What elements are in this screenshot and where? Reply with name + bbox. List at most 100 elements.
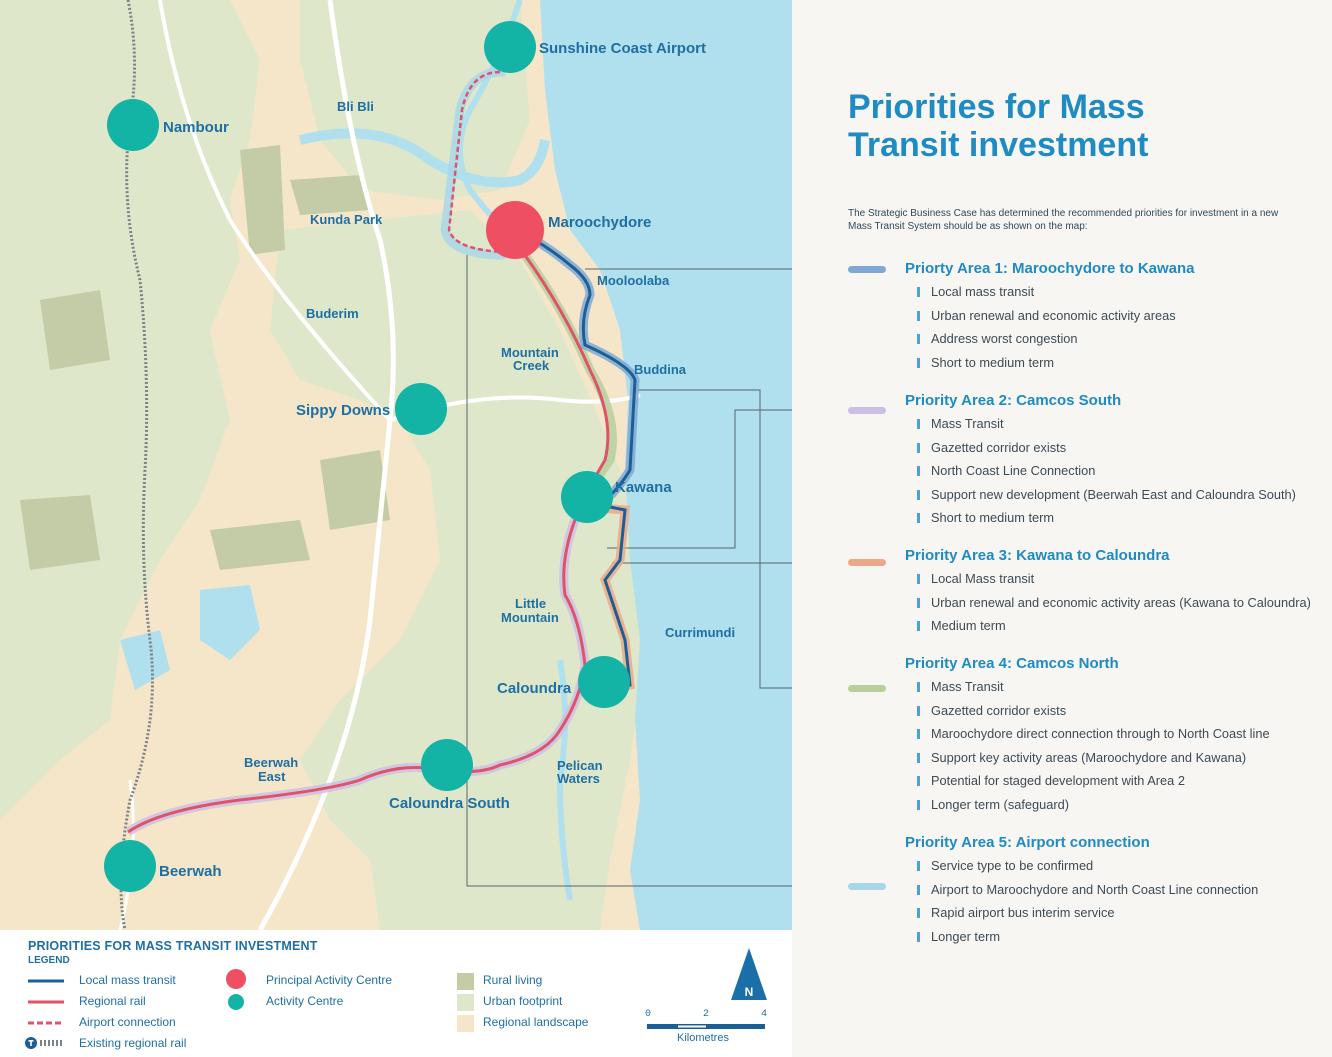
priority-area-5-list: Service type to be confirmed Airport to … (905, 854, 1332, 948)
ocean (540, 0, 792, 930)
list-item: Airport to Maroochydore and North Coast … (905, 878, 1332, 902)
page-title-line1: Priorities for Mass (848, 88, 1145, 126)
label-mountain-creek: Mountain (501, 345, 559, 360)
label-mooloolaba: Mooloolaba (597, 273, 670, 288)
priority-area-4-list: Mass Transit Gazetted corridor exists Ma… (905, 675, 1332, 817)
list-item: Gazetted corridor exists (905, 699, 1332, 723)
label-little-mountain: Mountain (501, 610, 559, 625)
activity-centre-beerwah (104, 840, 156, 892)
legend-title: PRIORITIES FOR MASS TRANSIT INVESTMENT (28, 939, 318, 953)
list-item: Mass Transit (905, 412, 1332, 436)
intro-line1: The Strategic Business Case has determin… (848, 208, 1279, 219)
legend-urban-footprint: Urban footprint (483, 994, 563, 1008)
label-buderim: Buderim (306, 306, 359, 321)
label-nambour: Nambour (163, 119, 229, 136)
activity-centre-swatch (228, 994, 244, 1010)
map-legend: PRIORITIES FOR MASS TRANSIT INVESTMENT L… (0, 930, 792, 1057)
principal-activity-centre-maroochydore (486, 201, 544, 259)
scale-bar (647, 1024, 765, 1029)
area1-swatch (848, 266, 886, 273)
list-item: Service type to be confirmed (905, 854, 1332, 878)
priority-area-1: Priorty Area 1: Maroochydore to Kawana L… (905, 258, 1332, 374)
priority-area-2-title: Priority Area 2: Camcos South (905, 392, 1122, 409)
list-item: Potential for staged development with Ar… (905, 769, 1332, 793)
scale-unit: Kilometres (677, 1032, 729, 1044)
callout-lines (466, 255, 792, 887)
area4-swatch (848, 685, 886, 692)
priorities-panel: Priorities for Mass Transit investment T… (792, 0, 1332, 1057)
principal-activity-centre-swatch (226, 969, 246, 989)
list-item: Urban renewal and economic activity area… (905, 304, 1332, 328)
label-caloundra: Caloundra (497, 680, 572, 697)
label-bli-bli: Bli Bli (337, 99, 374, 114)
scale-tick-0: 0 (645, 1009, 652, 1020)
list-item: Longer term (905, 925, 1332, 949)
urban-footprint-west (0, 0, 260, 820)
priority-area-5-title: Priority Area 5: Airport connection (905, 834, 1150, 851)
priority-area-3-list: Local Mass transit Urban renewal and eco… (905, 567, 1332, 638)
river (556, 659, 573, 901)
page-title-line2: Transit investment (848, 126, 1149, 164)
list-item: Support new development (Beerwah East an… (905, 483, 1332, 507)
activity-centre-nambour (107, 99, 159, 151)
legend-regional-rail: Regional rail (79, 994, 146, 1008)
label-currimundi: Currimundi (665, 625, 735, 640)
list-item: Local mass transit (905, 280, 1332, 304)
legend-activity-centre: Activity Centre (266, 994, 344, 1008)
priority-area-1-title: Priorty Area 1: Maroochydore to Kawana (905, 260, 1195, 277)
priority-area-2: Priority Area 2: Camcos South Mass Trans… (905, 390, 1332, 530)
list-item: Urban renewal and economic activity area… (905, 591, 1332, 615)
label-pelican-waters: Waters (557, 771, 600, 786)
priority-area-4: Priority Area 4: Camcos North Mass Trans… (905, 653, 1332, 817)
regional-rail-line (127, 234, 610, 834)
urban-footprint-swatch (457, 994, 474, 1011)
lake (120, 630, 170, 690)
local-mass-transit-swatch (28, 979, 64, 983)
list-item: Maroochydore direct connection through t… (905, 722, 1332, 746)
label-beerwah: Beerwah (159, 863, 222, 880)
priority-area-3: Priority Area 3: Kawana to Caloundra Loc… (905, 545, 1332, 638)
label-mountain-creek: Creek (513, 358, 550, 373)
priority-area-5: Priority Area 5: Airport connection Serv… (905, 832, 1332, 948)
legend-regional-landscape: Regional landscape (483, 1015, 589, 1029)
priority-area-4-title: Priority Area 4: Camcos North (905, 655, 1119, 672)
legend-airport-connection: Airport connection (79, 1015, 176, 1029)
list-item: Medium term (905, 614, 1332, 638)
list-item: Support key activity areas (Maroochydore… (905, 746, 1332, 770)
label-sippy-downs: Sippy Downs (296, 402, 390, 419)
activity-centre-sippy-downs (395, 383, 447, 435)
label-caloundra-south: Caloundra South (389, 795, 510, 812)
legend-existing-regional-rail: Existing regional rail (79, 1036, 187, 1050)
list-item: Short to medium term (905, 506, 1332, 530)
rural-living-area (20, 495, 100, 570)
rural-living-area (210, 520, 310, 570)
airport-connection-swatch (28, 1021, 64, 1025)
priority-area-1-list: Local mass transit Urban renewal and eco… (905, 280, 1332, 374)
label-beerwah-east: Beerwah (244, 755, 298, 770)
route-halo-area5 (440, 67, 506, 260)
label-pelican-waters: Pelican (557, 758, 603, 773)
north-arrow-icon: N (731, 948, 767, 1000)
label-little-mountain: Little (515, 596, 546, 611)
priority-area-2-list: Mass Transit Gazetted corridor exists No… (905, 412, 1332, 530)
list-item: Longer term (safeguard) (905, 793, 1332, 817)
intro-line2: Mass Transit System should be as shown o… (848, 220, 1088, 232)
list-item: Mass Transit (905, 675, 1332, 699)
legend-local-mass-transit: Local mass transit (79, 973, 176, 987)
list-item: Rapid airport bus interim service (905, 901, 1332, 925)
list-item: Gazetted corridor exists (905, 436, 1332, 460)
airport-connection-line (447, 70, 506, 254)
area5-swatch (848, 883, 886, 890)
scale-tick-4: 4 (761, 1009, 768, 1020)
train-icon (25, 1037, 64, 1049)
north-label: N (745, 985, 754, 999)
activity-centre-caloundra-south (421, 739, 473, 791)
label-kunda-park: Kunda Park (310, 212, 383, 227)
label-buddina: Buddina (634, 362, 687, 377)
legend-subtitle: LEGEND (28, 955, 70, 966)
regional-rail-swatch (28, 1000, 64, 1004)
rural-living-area (240, 145, 285, 255)
rural-living-swatch (457, 973, 474, 990)
list-item: Address worst congestion (905, 327, 1332, 351)
area3-swatch (848, 559, 886, 566)
